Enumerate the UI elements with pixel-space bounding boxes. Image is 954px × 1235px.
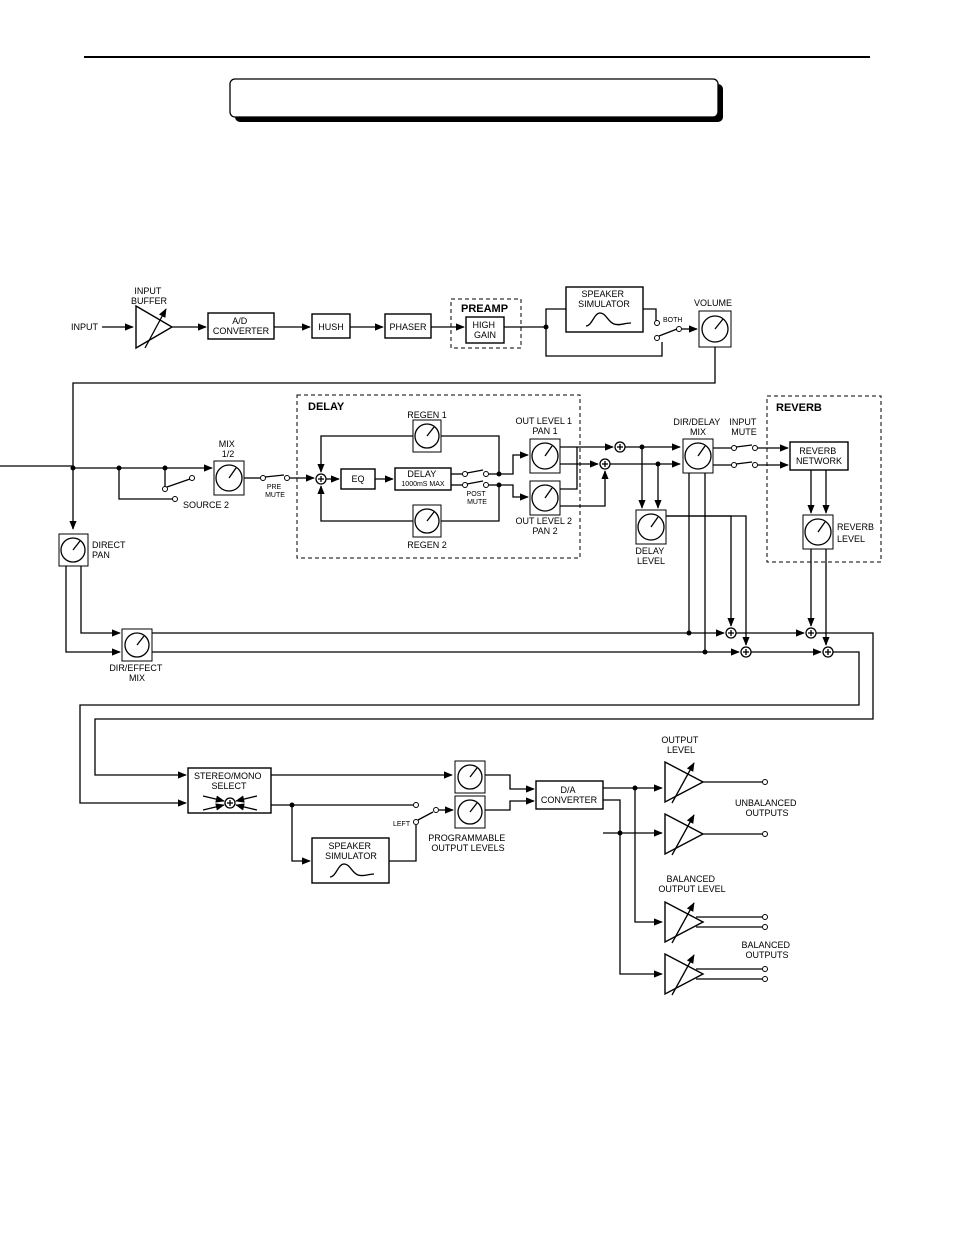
- programmable-level-knob-bottom: [454, 795, 486, 829]
- speaker-simulator-bottom-label: SPEAKER SIMULATOR: [325, 841, 377, 861]
- hush-label: HUSH: [318, 322, 344, 332]
- mix-sum-node-1: [725, 627, 737, 639]
- balanced-amp-1: [664, 900, 705, 944]
- delay-group: [296, 394, 581, 559]
- mix-sum-node-4: [822, 646, 834, 658]
- mix-knob: [213, 460, 245, 496]
- header-box: [229, 78, 719, 118]
- phaser-box: [384, 313, 432, 339]
- speaker-curve-bottom-icon: [329, 863, 375, 878]
- volume-label: VOLUME: [694, 298, 732, 308]
- delay-summing-node: [315, 473, 327, 485]
- delay-box-label: DELAY 1000mS MAX: [401, 469, 445, 488]
- output-level-label: OUTPUT LEVEL: [661, 735, 700, 755]
- dir-effect-mix-label: DIR/EFFECT MIX: [109, 663, 164, 683]
- phaser-label: PHASER: [389, 322, 427, 332]
- pan1-summing-node: [614, 441, 626, 453]
- programmable-output-levels-label: PROGRAMMABLE OUTPUT LEVELS: [428, 833, 508, 853]
- stereo-mono-sum-icon: [202, 795, 258, 811]
- delay-box: [394, 467, 452, 491]
- out-level2-knob: [529, 480, 561, 516]
- direct-pan-knob: [58, 533, 89, 567]
- da-converter-box: [535, 780, 604, 810]
- dir-effect-mix-knob: [121, 628, 153, 662]
- regen2-knob: [412, 504, 442, 538]
- balanced-amp-2: [664, 952, 705, 996]
- regen2-label: REGEN 2: [407, 540, 447, 550]
- out-level2-label: OUT LEVEL 2 PAN 2: [515, 516, 574, 536]
- ad-converter-label: A/D CONVERTER: [213, 316, 270, 336]
- reverb-level-knob: [802, 514, 834, 550]
- unbalanced-outputs-label: UNBALANCED OUTPUTS: [735, 798, 799, 818]
- regen1-knob: [412, 419, 442, 453]
- output-amp-2: [664, 812, 705, 856]
- reverb-network-box: [789, 441, 849, 471]
- speaker-curve-top-icon: [585, 312, 632, 327]
- reverb-group: [766, 395, 882, 563]
- pre-mute-label: PRE MUTE: [265, 484, 285, 499]
- input-buffer: [135, 304, 174, 350]
- reverb-group-label: REVERB: [776, 402, 822, 414]
- programmable-level-knob-top: [454, 760, 486, 794]
- mix-sum-node-3: [805, 627, 817, 639]
- speaker-simulator-top-box: [565, 286, 644, 333]
- da-converter-label: D/A CONVERTER: [541, 785, 598, 805]
- dir-delay-mix-knob: [682, 438, 714, 474]
- reverb-network-label: REVERB NETWORK: [796, 446, 842, 466]
- input-buffer-label: INPUT BUFFER: [131, 286, 168, 306]
- hush-box: [311, 313, 351, 339]
- balanced-outputs-label: BALANCED OUTPUTS: [741, 940, 792, 960]
- delay-level-knob: [635, 509, 667, 545]
- speaker-simulator-bottom-box: [311, 837, 390, 884]
- speaker-simulator-top-label: SPEAKER SIMULATOR: [578, 289, 630, 309]
- stereo-mono-select-label: STEREO/MONO SELECT: [194, 771, 264, 791]
- pan2-summing-node: [599, 458, 611, 470]
- preamp-group: [450, 298, 522, 349]
- eq-label: EQ: [351, 474, 364, 484]
- high-gain-box: [465, 316, 505, 344]
- delay-group-label: DELAY: [308, 401, 345, 413]
- mix-label: MIX 1/2: [219, 439, 238, 459]
- out-level1-label: OUT LEVEL 1 PAN 1: [515, 416, 574, 436]
- regen1-label: REGEN 1: [407, 410, 447, 420]
- reverb-level-label: REVERB LEVEL: [837, 522, 877, 544]
- input-label: INPUT: [71, 322, 99, 332]
- delay-level-label: DELAY LEVEL: [635, 546, 666, 566]
- output-amp-1: [664, 760, 705, 804]
- source2-label: SOURCE 2: [183, 500, 229, 510]
- both-label: BOTH: [663, 317, 682, 324]
- left-label: LEFT: [393, 821, 411, 828]
- high-gain-label: HIGH GAIN: [472, 320, 497, 340]
- out-level1-knob: [529, 438, 561, 474]
- post-mute-label: POST MUTE: [467, 491, 488, 506]
- mix-sum-node-2: [740, 646, 752, 658]
- input-mute-label: INPUT MUTE: [729, 417, 758, 437]
- dir-delay-mix-label: DIR/DELAY MIX: [673, 417, 722, 437]
- direct-pan-label: DIRECT PAN: [92, 540, 128, 560]
- ad-converter-box: [207, 312, 275, 340]
- balanced-output-level-label: BALANCED OUTPUT LEVEL: [658, 874, 725, 894]
- preamp-label: PREAMP: [461, 303, 508, 315]
- volume-knob: [698, 310, 732, 348]
